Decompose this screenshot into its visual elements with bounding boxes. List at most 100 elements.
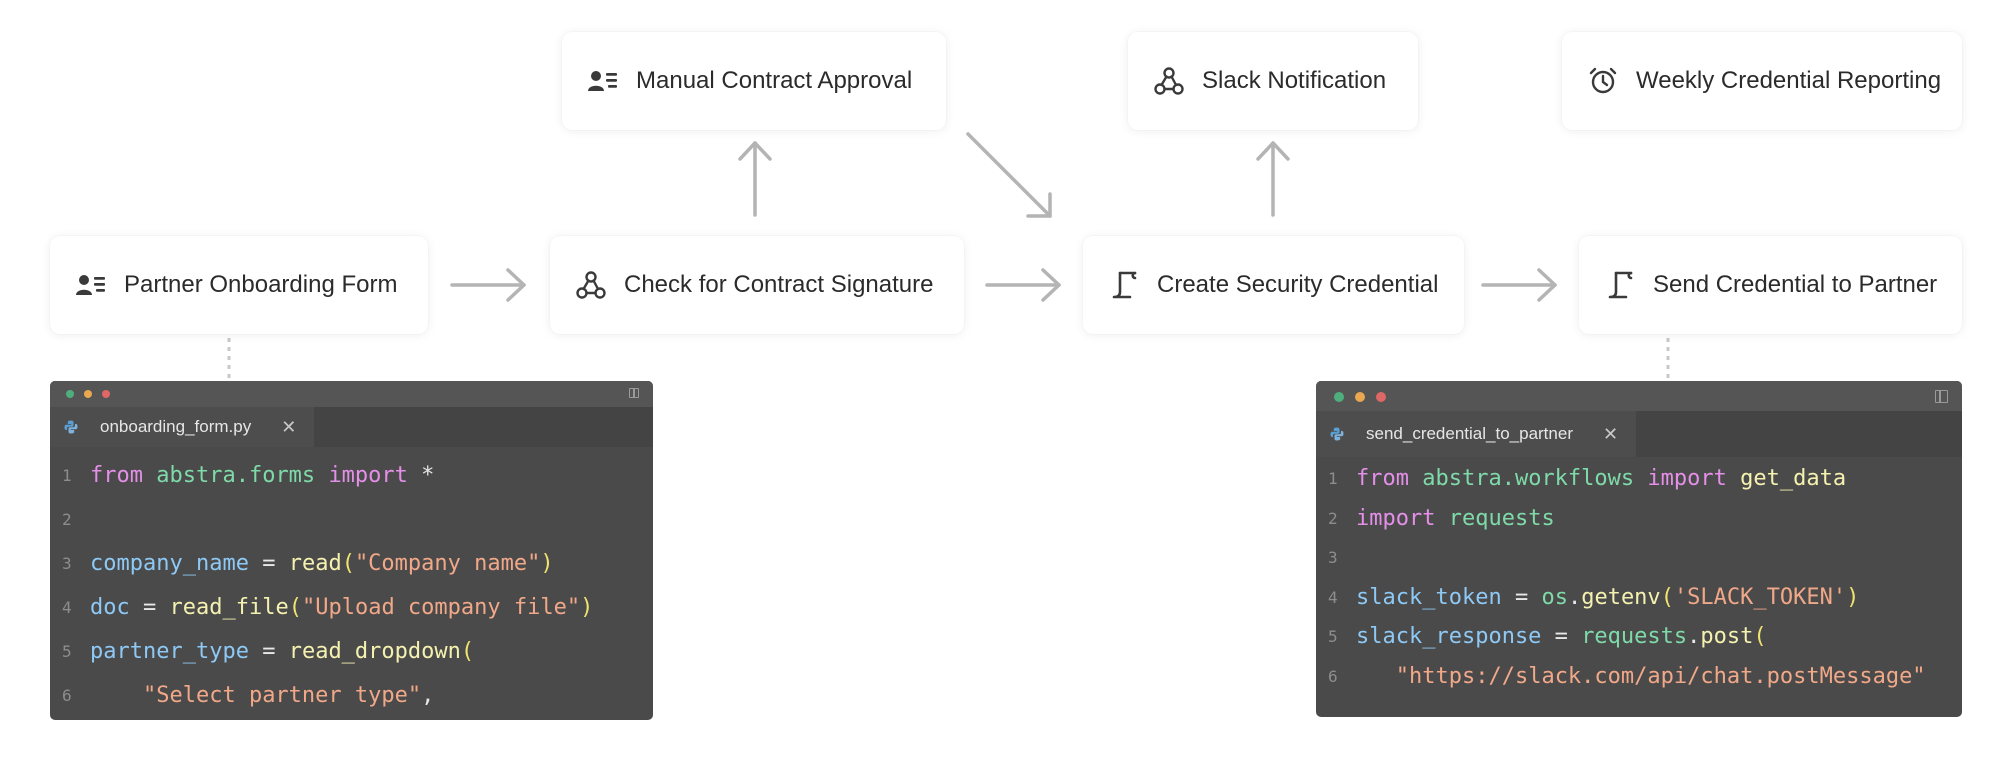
- code-token: from: [1356, 466, 1409, 492]
- person-list-icon: [74, 268, 108, 302]
- node-check-contract-signature[interactable]: Check for Contract Signature: [550, 236, 964, 334]
- node-label: Weekly Credential Reporting: [1636, 67, 1942, 94]
- node-slack-notification[interactable]: Slack Notification: [1128, 32, 1418, 130]
- webhook-icon: [1152, 64, 1186, 98]
- code-line: 6 "https://slack.com/api/chat.postMessag…: [1316, 657, 1962, 697]
- close-tab-icon[interactable]: ✕: [281, 416, 297, 438]
- arrow-form-to-check: [450, 268, 526, 302]
- webhook-icon: [574, 268, 608, 302]
- code-token: [1727, 466, 1740, 491]
- node-label: Send Credential to Partner: [1653, 271, 1938, 298]
- split-view-icon[interactable]: [629, 388, 639, 398]
- window-dot-red: [1376, 392, 1386, 402]
- code-token: *: [407, 462, 435, 488]
- node-create-security-credential[interactable]: Create Security Credential: [1083, 236, 1464, 334]
- close-tab-icon[interactable]: ✕: [1602, 423, 1619, 445]
- code-token: ): [580, 594, 594, 620]
- code-editor-onboarding-form: onboarding_form.py ✕ 1 from abstra.forms …: [50, 381, 653, 720]
- code-token: abstra.forms: [156, 462, 316, 488]
- code-token: "Select partner type": [142, 682, 422, 708]
- code-token: =: [129, 594, 170, 620]
- alarm-clock-icon: [1586, 64, 1620, 98]
- code-area[interactable]: 1 from abstra.forms import * 2 3 company_nam…: [50, 447, 653, 717]
- code-token: [315, 463, 328, 488]
- node-manual-contract-approval[interactable]: Manual Contract Approval: [562, 32, 946, 130]
- code-line: 2: [50, 497, 653, 541]
- code-token: post: [1700, 624, 1754, 650]
- code-token: (: [341, 550, 355, 576]
- code-token: requests: [1448, 505, 1555, 531]
- arrow-approval-to-create: [966, 132, 1052, 218]
- code-token: requests: [1581, 624, 1688, 650]
- code-token: [1409, 466, 1422, 491]
- code-token: =: [248, 550, 289, 576]
- arrow-create-to-send: [1481, 268, 1557, 302]
- script-icon: [1603, 268, 1637, 302]
- node-weekly-credential-reporting[interactable]: Weekly Credential Reporting: [1562, 32, 1962, 130]
- window-dot-orange: [1355, 392, 1365, 402]
- line-number: 1: [1328, 469, 1338, 489]
- window-dot-orange: [84, 390, 92, 398]
- code-token: [90, 683, 143, 708]
- file-tab[interactable]: onboarding_form.py ✕: [50, 407, 315, 447]
- python-icon: [64, 420, 78, 434]
- code-token: .: [1567, 584, 1582, 610]
- arrow-check-to-create: [985, 268, 1061, 302]
- editor-titlebar: [1316, 381, 1962, 411]
- editor-tabbar: send_credential_to_partner ✕: [1316, 411, 1962, 457]
- split-view-icon[interactable]: [1935, 390, 1948, 403]
- arrow-check-to-approval: [738, 141, 772, 217]
- code-line: 3 company_name = read("Company name"): [50, 541, 653, 585]
- editor-tabbar: onboarding_form.py ✕: [50, 407, 653, 447]
- node-send-credential-to-partner[interactable]: Send Credential to Partner: [1579, 236, 1962, 334]
- editor-titlebar: [50, 381, 653, 407]
- line-number: 3: [1328, 548, 1338, 568]
- arrow-create-to-slack: [1256, 141, 1290, 217]
- code-token: ): [540, 550, 554, 576]
- code-token: [143, 463, 156, 488]
- code-token: (: [288, 594, 302, 620]
- code-token: read: [288, 550, 342, 576]
- code-token: from: [90, 462, 143, 488]
- code-token: (: [1753, 624, 1767, 650]
- line-number: 4: [1328, 587, 1338, 607]
- code-token: [1435, 506, 1448, 531]
- code-token: "Company name": [354, 550, 541, 576]
- code-line: 6 "Select partner type",: [50, 673, 653, 717]
- line-number: 2: [62, 509, 72, 529]
- code-token: ,: [421, 682, 435, 708]
- code-token: "https://slack.com/api/chat.postMessage": [1395, 663, 1926, 689]
- code-token: import: [1356, 505, 1436, 531]
- code-token: .: [1687, 624, 1701, 650]
- window-dot-green: [66, 390, 74, 398]
- code-token: =: [248, 638, 289, 664]
- line-number: 5: [1328, 627, 1338, 647]
- line-number: 5: [62, 641, 72, 661]
- line-number: 3: [62, 553, 72, 573]
- node-partner-onboarding-form[interactable]: Partner Onboarding Form: [50, 236, 428, 334]
- code-token: get_data: [1740, 466, 1847, 492]
- node-label: Create Security Credential: [1157, 271, 1439, 298]
- code-line: 3: [1316, 538, 1962, 578]
- code-token: slack_response: [1356, 624, 1542, 650]
- node-label: Partner Onboarding Form: [124, 271, 398, 298]
- code-token: company_name: [90, 550, 249, 576]
- node-label: Slack Notification: [1202, 67, 1387, 94]
- file-tab[interactable]: send_credential_to_partner ✕: [1316, 411, 1637, 457]
- code-token: read_dropdown: [288, 638, 461, 664]
- code-token: import: [328, 462, 408, 488]
- node-label: Manual Contract Approval: [636, 67, 913, 94]
- person-list-icon: [586, 64, 620, 98]
- code-token: "Upload company file": [301, 594, 581, 620]
- line-number: 1: [62, 465, 72, 485]
- code-token: doc: [90, 594, 130, 620]
- code-token: (: [1660, 584, 1674, 610]
- window-dot-red: [102, 390, 110, 398]
- code-token: partner_type: [90, 638, 249, 664]
